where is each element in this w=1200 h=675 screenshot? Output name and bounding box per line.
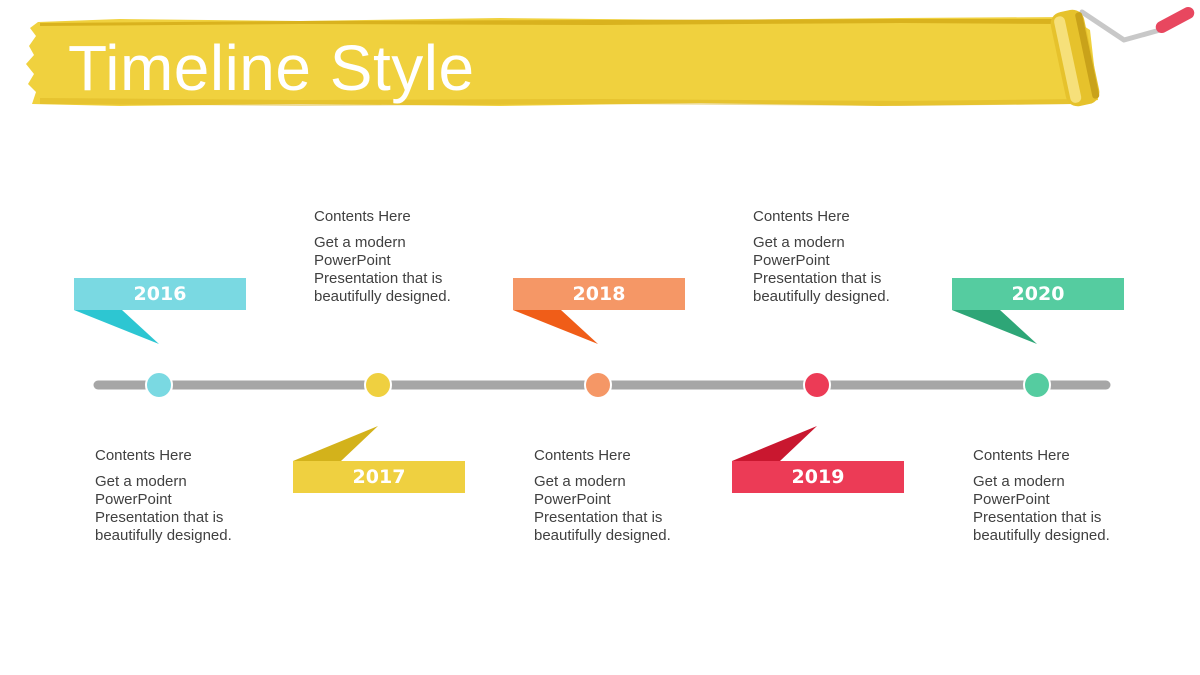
milestone-description: Get a modern PowerPoint Presentation tha…: [753, 234, 890, 305]
flag-tail: [74, 310, 159, 344]
year-flag: [732, 461, 904, 493]
paint-drip-bottom: [40, 98, 1080, 106]
milestone-dot: [1023, 371, 1051, 399]
milestone-heading: Contents Here: [753, 208, 850, 225]
paint-drip-top: [40, 19, 1060, 26]
year-label: 2017: [352, 466, 406, 488]
flag-tail: [732, 426, 817, 461]
title-banner: [26, 6, 1195, 107]
milestone-dot: [364, 371, 392, 399]
year-flag: [74, 278, 246, 310]
year-label: 2019: [791, 466, 845, 488]
year-flag: [513, 278, 685, 310]
year-label: 2016: [133, 283, 187, 305]
milestone-description: Get a modern PowerPoint Presentation tha…: [314, 234, 451, 305]
flag-tail: [513, 310, 598, 344]
milestone-heading: Contents Here: [973, 447, 1070, 464]
year-flag: [293, 461, 465, 493]
paint-stroke: [26, 17, 1098, 106]
flag-tail: [293, 426, 378, 461]
year-label: 2020: [1011, 283, 1065, 305]
milestone-heading: Contents Here: [534, 447, 631, 464]
milestone-dot: [145, 371, 173, 399]
year-label: 2018: [572, 283, 626, 305]
milestone-description: Get a modern PowerPoint Presentation tha…: [534, 473, 671, 544]
paint-roller-icon: [1050, 6, 1195, 107]
slide-title: Timeline Style: [68, 32, 475, 104]
milestone-description: Get a modern PowerPoint Presentation tha…: [973, 473, 1110, 544]
year-flag: [952, 278, 1124, 310]
milestone-dot: [584, 371, 612, 399]
milestone-heading: Contents Here: [314, 208, 411, 225]
flag-tail: [952, 310, 1037, 344]
milestone-dot: [803, 371, 831, 399]
milestone-description: Get a modern PowerPoint Presentation tha…: [95, 473, 232, 544]
milestone-heading: Contents Here: [95, 447, 192, 464]
